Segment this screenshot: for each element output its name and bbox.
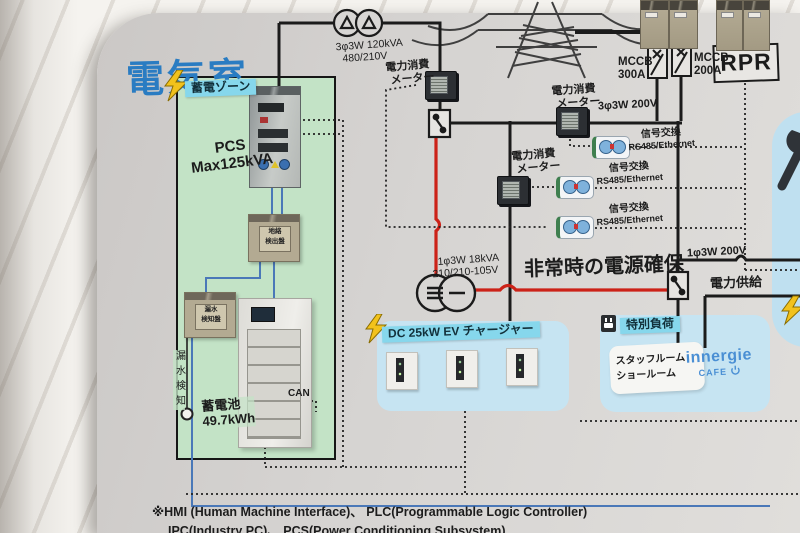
converter-led-icon xyxy=(574,184,578,189)
charger-screen xyxy=(396,358,404,382)
mccb-200-label: MCCB 200A xyxy=(694,52,729,78)
meter-screen xyxy=(502,181,520,199)
converter-port-icon xyxy=(576,180,590,194)
ev-charger-3 xyxy=(506,348,538,386)
decorative-blue-blob xyxy=(772,112,800,347)
pcs-warning-triangle-icon xyxy=(271,161,279,168)
ev-zone-lightning-icon xyxy=(365,314,388,344)
footnote-line2: IPC(Industry PC)、 PCS(Power Conditioning… xyxy=(168,524,506,533)
footnote-line1: ※HMI (Human Machine Interface)、 PLC(Prog… xyxy=(152,505,588,519)
signal-label-3: 信号交換 RS485/Ethernet xyxy=(595,201,663,227)
mccb-200-line1: MCCB xyxy=(694,52,729,64)
ground-panel-line2: 検出盤 xyxy=(265,237,285,245)
signal-label-2: 信号交換 RS485/Ethernet xyxy=(595,160,663,186)
ev-charger-2 xyxy=(446,350,478,388)
signal-converter-1 xyxy=(592,136,630,159)
battery-zone-lightning-icon xyxy=(164,70,189,102)
leak-sensor-label: 漏水検知 xyxy=(173,350,185,410)
ground-fault-panel-label: 地絡 検出盤 xyxy=(259,226,291,252)
converter-port-icon xyxy=(612,140,626,154)
charger-screen xyxy=(456,356,464,380)
battery-zone-label: 蓄電ゾーン xyxy=(184,78,257,98)
ground-fault-panel: 地絡 検出盤 xyxy=(248,214,300,262)
ground-panel-line1: 地絡 xyxy=(268,228,282,235)
pcs-connector-right xyxy=(279,159,290,170)
converter-led-icon xyxy=(574,224,578,229)
power-meter-2 xyxy=(556,107,588,136)
special-load-label: 特別負荷 xyxy=(619,315,681,334)
meter-1-label: 電力消費 メーター xyxy=(385,58,435,87)
leak-detection-panel: 漏水 検知盤 xyxy=(184,292,236,338)
can-label: CAN xyxy=(288,388,310,399)
pcs-display-1 xyxy=(258,103,284,112)
special-load-plug-icon xyxy=(601,315,616,332)
charger-screen xyxy=(516,354,524,378)
meter-2-label: 電力消費 メーター xyxy=(551,82,601,111)
cafe-text: CAFE xyxy=(698,366,728,379)
meter-3-label: 電力消費 メーター xyxy=(511,147,561,176)
converter-port-icon xyxy=(576,220,590,234)
battery-rack-screen xyxy=(251,307,275,322)
panel-cabinet-1 xyxy=(640,0,669,49)
panel-cabinet-3 xyxy=(716,0,743,51)
panel-cabinet-4 xyxy=(743,0,770,51)
power-meter-3 xyxy=(497,176,529,205)
transformer-sub-label: 1φ3W 18kVA 210/210-105V xyxy=(431,252,500,281)
converter-led-icon xyxy=(610,144,614,149)
leak-detection-panel-label: 漏水 検知盤 xyxy=(195,304,227,330)
pcs-red-button xyxy=(260,117,268,123)
mccb-300-line2: 300A xyxy=(618,69,646,82)
pcs-display-3 xyxy=(258,143,288,152)
panel-cabinet-2 xyxy=(669,0,698,49)
innergie-brand: innergie CAFE xyxy=(685,346,753,379)
battery-label: 蓄電池 49.7kWh xyxy=(201,396,256,430)
pcs-connector-left xyxy=(258,159,269,170)
power-symbol-icon xyxy=(731,366,740,376)
pcs-display-2 xyxy=(258,129,288,138)
leak-panel-line2: 検知盤 xyxy=(201,315,221,323)
ev-charger-1 xyxy=(386,352,418,390)
signal-label-1: 信号交換 RS485/Ethernet xyxy=(627,126,695,152)
leak-panel-line1: 漏水 xyxy=(204,306,218,313)
pcs-top-cap xyxy=(250,87,300,95)
meter-screen xyxy=(561,112,579,130)
mccb-300-label: MCCB 300A xyxy=(618,56,653,82)
mccb-300-line1: MCCB xyxy=(618,56,653,68)
signal-converter-3 xyxy=(556,216,594,239)
signal-converter-2 xyxy=(556,176,594,199)
mccb-200-line2: 200A xyxy=(694,65,722,78)
power-supply-label: 電力供給 xyxy=(709,274,763,291)
